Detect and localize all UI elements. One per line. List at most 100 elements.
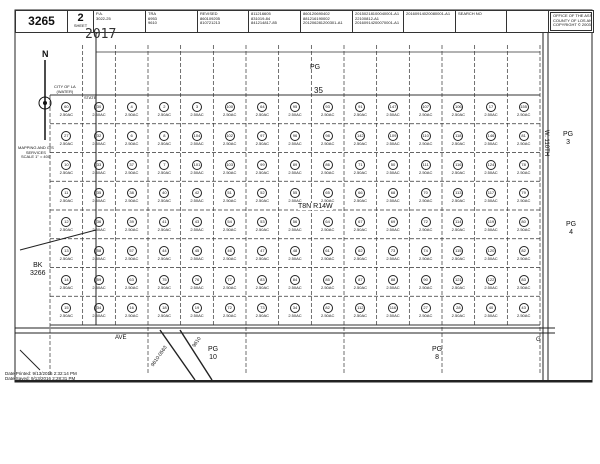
parcel[interactable]: 62.50AC: [115, 130, 148, 146]
parcel[interactable]: 302.50AC: [83, 102, 116, 117]
parcel[interactable]: 792.50AC: [507, 188, 540, 203]
parcel[interactable]: 342.50AC: [83, 303, 116, 318]
parcel[interactable]: 432.50AC: [507, 303, 540, 318]
parcel[interactable]: 1042.50AC: [181, 130, 214, 146]
parcel[interactable]: 1002.50AC: [213, 102, 246, 117]
parcel[interactable]: 1072.50AC: [409, 102, 442, 117]
parcel[interactable]: 742.50AC: [409, 245, 442, 261]
parcel[interactable]: 582.50AC: [83, 245, 116, 261]
parcel[interactable]: 662.50AC: [344, 188, 377, 203]
parcel[interactable]: 542.50AC: [213, 217, 246, 232]
parcel[interactable]: 1422.50AC: [344, 130, 377, 146]
parcel[interactable]: 1062.50AC: [442, 102, 475, 117]
parcel[interactable]: 912.50AC: [344, 102, 377, 117]
parcel[interactable]: 822.50AC: [311, 303, 344, 318]
parcel[interactable]: 552.50AC: [279, 188, 312, 203]
parcel[interactable]: 802.50AC: [507, 217, 540, 232]
parcel[interactable]: 932.50AC: [311, 102, 344, 117]
parcel[interactable]: 602.50AC: [50, 102, 83, 117]
parcel[interactable]: 632.50AC: [115, 274, 148, 290]
parcel[interactable]: 122.50AC: [50, 217, 83, 232]
parcel[interactable]: 1152.50AC: [442, 245, 475, 261]
parcel[interactable]: 112.50AC: [50, 188, 83, 203]
parcel[interactable]: 722.50AC: [409, 217, 442, 232]
parcel[interactable]: 1182.50AC: [442, 130, 475, 146]
parcel[interactable]: 972.50AC: [246, 130, 279, 146]
parcel[interactable]: 1192.50AC: [475, 217, 508, 232]
parcel[interactable]: 1162.50AC: [442, 159, 475, 175]
parcel[interactable]: 952.50AC: [279, 102, 312, 117]
parcel[interactable]: 432.50AC: [181, 217, 214, 232]
parcel[interactable]: 852.50AC: [311, 274, 344, 290]
parcel[interactable]: 522.50AC: [246, 188, 279, 203]
parcel[interactable]: 402.50AC: [475, 303, 508, 318]
parcel[interactable]: 462.50AC: [213, 245, 246, 261]
parcel[interactable]: 962.50AC: [279, 130, 312, 146]
parcel[interactable]: 1212.50AC: [442, 274, 475, 290]
parcel[interactable]: 182.50AC: [148, 303, 181, 318]
parcel[interactable]: 772.50AC: [213, 274, 246, 290]
parcel[interactable]: 1222.50AC: [475, 274, 508, 290]
parcel[interactable]: 1032.50AC: [213, 159, 246, 175]
parcel[interactable]: 422.50AC: [181, 188, 214, 203]
parcel[interactable]: 22.50AC: [148, 102, 181, 117]
parcel[interactable]: 642.50AC: [311, 217, 344, 232]
parcel[interactable]: 192.50AC: [181, 303, 214, 318]
parcel[interactable]: 992.50AC: [246, 159, 279, 175]
parcel[interactable]: 752.50AC: [148, 274, 181, 290]
parcel[interactable]: 172.50AC: [475, 102, 508, 117]
parcel[interactable]: 162.50AC: [115, 303, 148, 318]
parcel[interactable]: 1552.50AC: [507, 102, 540, 117]
parcel[interactable]: 1462.50AC: [475, 130, 508, 146]
parcel[interactable]: 672.50AC: [344, 217, 377, 232]
parcel[interactable]: 832.50AC: [507, 274, 540, 290]
parcel[interactable]: 782.50AC: [507, 159, 540, 175]
parcel[interactable]: 882.50AC: [377, 274, 410, 290]
parcel[interactable]: 892.50AC: [279, 159, 312, 175]
parcel[interactable]: 982.50AC: [311, 130, 344, 146]
parcel[interactable]: 732.50AC: [246, 303, 279, 318]
parcel[interactable]: 902.50AC: [409, 274, 442, 290]
parcel[interactable]: 1202.50AC: [475, 245, 508, 261]
parcel[interactable]: 812.50AC: [507, 130, 540, 146]
parcel[interactable]: 1132.50AC: [442, 188, 475, 203]
parcel[interactable]: 642.50AC: [246, 102, 279, 117]
parcel[interactable]: 442.50AC: [148, 245, 181, 261]
parcel[interactable]: 1122.50AC: [344, 303, 377, 318]
parcel[interactable]: 732.50AC: [377, 245, 410, 261]
parcel[interactable]: 352.50AC: [83, 188, 116, 203]
parcel[interactable]: 872.50AC: [344, 274, 377, 290]
parcel[interactable]: 362.50AC: [83, 217, 116, 232]
parcel[interactable]: 722.50AC: [213, 303, 246, 318]
parcel[interactable]: 452.50AC: [181, 245, 214, 261]
parcel[interactable]: 472.50AC: [246, 245, 279, 261]
parcel[interactable]: 1092.50AC: [377, 130, 410, 146]
parcel[interactable]: 1242.50AC: [475, 159, 508, 175]
parcel[interactable]: 332.50AC: [83, 159, 116, 175]
parcel[interactable]: 562.50AC: [279, 217, 312, 232]
parcel[interactable]: 822.50AC: [507, 245, 540, 261]
parcel[interactable]: 32.50AC: [181, 102, 214, 117]
parcel[interactable]: 142.50AC: [50, 274, 83, 290]
parcel[interactable]: 402.50AC: [148, 188, 181, 203]
parcel[interactable]: 482.50AC: [279, 245, 312, 261]
parcel[interactable]: 342.50AC: [279, 303, 312, 318]
parcel[interactable]: 592.50AC: [83, 274, 116, 290]
parcel[interactable]: 1022.50AC: [213, 130, 246, 146]
parcel[interactable]: 412.50AC: [148, 217, 181, 232]
parcel[interactable]: 282.50AC: [442, 303, 475, 318]
parcel[interactable]: 372.50AC: [115, 159, 148, 175]
parcel[interactable]: 82.50AC: [148, 130, 181, 146]
parcel[interactable]: 392.50AC: [115, 217, 148, 232]
parcel[interactable]: 1472.50AC: [377, 102, 410, 117]
parcel[interactable]: 532.50AC: [246, 217, 279, 232]
parcel[interactable]: 1142.50AC: [442, 217, 475, 232]
parcel[interactable]: 1162.50AC: [377, 303, 410, 318]
parcel[interactable]: 842.50AC: [279, 274, 312, 290]
parcel[interactable]: 102.50AC: [50, 159, 83, 175]
parcel[interactable]: 612.50AC: [311, 245, 344, 261]
parcel[interactable]: 832.50AC: [246, 274, 279, 290]
parcel[interactable]: 272.50AC: [409, 303, 442, 318]
parcel[interactable]: 72.50AC: [148, 159, 181, 175]
parcel[interactable]: 712.50AC: [344, 159, 377, 175]
